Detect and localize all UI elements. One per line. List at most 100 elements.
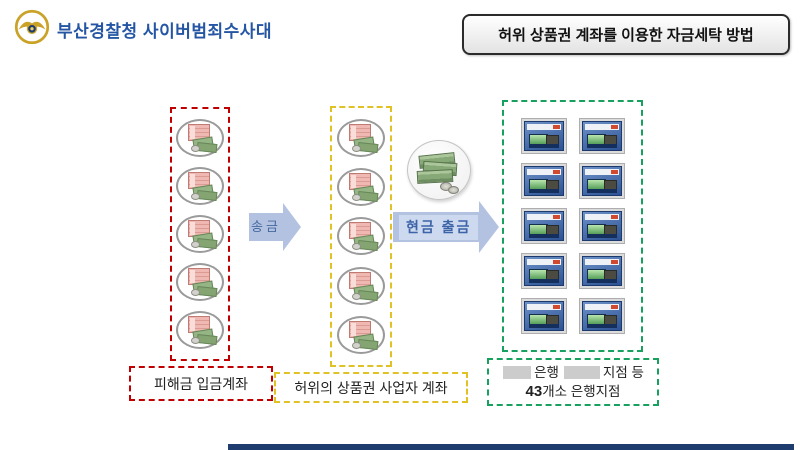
atm-icon	[520, 163, 567, 199]
coin-shape	[191, 193, 200, 200]
branch-count-suffix: 개소 은행지점	[542, 384, 621, 399]
bankbook-cash-icon	[176, 119, 224, 157]
bank-branches-label-line1: 은행 지점 등	[502, 363, 644, 382]
atm-logo	[610, 305, 618, 309]
slide-footer-bar	[228, 444, 794, 450]
bankbook-shape	[349, 271, 371, 289]
bankbook-cash-icon	[337, 315, 385, 354]
coin-shape	[191, 337, 200, 344]
atm-cash-slot	[528, 324, 559, 328]
atm-icon	[578, 298, 625, 334]
branch-count: 43	[525, 383, 543, 400]
atm-body	[523, 121, 564, 151]
atm-logo	[610, 260, 618, 264]
atm-body	[523, 256, 564, 286]
atm-cash-slot	[586, 144, 617, 148]
atm-top-band	[526, 124, 561, 130]
atm-cash-slot	[586, 279, 617, 283]
bank-branches-label: 은행 지점 등 43개소 은행지점	[487, 358, 659, 406]
atm-cash-slot	[528, 279, 559, 283]
police-emblem-icon	[14, 9, 50, 45]
coin-shape	[352, 194, 361, 202]
atm-cash-slot	[528, 144, 559, 148]
atm-top-band	[526, 169, 561, 175]
atm-icon	[520, 118, 567, 154]
bankbook-cash-icon	[176, 167, 224, 205]
bankbook-cash-icon	[337, 217, 385, 256]
coin-shape	[352, 341, 361, 349]
atm-body	[581, 121, 622, 151]
arrow-body	[249, 213, 283, 241]
atm-top-band	[526, 304, 561, 310]
coin-shape	[191, 241, 200, 248]
arrow-head	[283, 203, 301, 251]
atm-icon	[578, 118, 625, 154]
atm-body	[523, 301, 564, 331]
atm-cash-slot	[586, 324, 617, 328]
atm-logo	[610, 125, 618, 129]
bankbook-cash-icon	[176, 311, 224, 349]
bank-word: 은행	[534, 365, 559, 380]
atm-logo	[552, 170, 560, 174]
atm-body	[523, 166, 564, 196]
atm-body	[581, 166, 622, 196]
fake-business-accounts-box	[330, 106, 392, 367]
atm-top-band	[584, 124, 619, 130]
atm-top-band	[526, 214, 561, 220]
coin-shape	[191, 145, 200, 152]
atm-cash-slot	[586, 189, 617, 193]
coin-shape	[352, 145, 361, 153]
atm-logo	[552, 215, 560, 219]
coin-shape	[191, 289, 200, 296]
victim-accounts-label: 피해금 입금계좌	[129, 366, 273, 401]
atm-top-band	[584, 259, 619, 265]
bankbook-cash-icon	[337, 266, 385, 305]
atm-cash-slot	[586, 234, 617, 238]
atm-icon	[578, 208, 625, 244]
atm-icon	[520, 298, 567, 334]
bankbook-cash-icon	[337, 119, 385, 158]
victim-accounts-box	[170, 107, 230, 361]
atm-logo	[552, 305, 560, 309]
atm-top-band	[584, 169, 619, 175]
atm-logo	[552, 125, 560, 129]
redacted-branch-name	[563, 366, 600, 379]
coin-shape	[352, 243, 361, 251]
transfer-arrow-label: 송금	[251, 219, 281, 234]
bankbook-cash-icon	[337, 168, 385, 207]
atm-cash-slot	[528, 189, 559, 193]
coin-shape	[448, 186, 459, 194]
fake-business-accounts-label-text: 허위의 상품권 사업자 계좌	[294, 379, 448, 396]
atm-icon	[578, 163, 625, 199]
bankbook-cash-icon	[176, 263, 224, 301]
atm-top-band	[584, 304, 619, 310]
atm-body	[523, 211, 564, 241]
agency-title: 부산경찰청 사이버범죄수사대	[57, 22, 273, 41]
atm-body	[581, 256, 622, 286]
withdraw-arrow-label: 현금 출금	[399, 215, 479, 240]
atm-logo	[552, 260, 560, 264]
atm-icon	[520, 208, 567, 244]
atm-icon	[578, 253, 625, 289]
branch-etc-word: 지점 등	[602, 365, 644, 380]
redacted-bank-name	[503, 366, 532, 379]
coin-shape	[352, 292, 361, 300]
atm-logo	[610, 215, 618, 219]
slide-title-text: 허위 상품권 계좌를 이용한 자금세탁 방법	[498, 27, 754, 44]
atm-body	[581, 211, 622, 241]
atm-top-band	[584, 214, 619, 220]
victim-accounts-label-text: 피해금 입금계좌	[153, 375, 249, 392]
atm-icon	[520, 253, 567, 289]
atm-body	[581, 301, 622, 331]
fake-business-accounts-label: 허위의 상품권 사업자 계좌	[274, 372, 468, 403]
atm-top-band	[526, 259, 561, 265]
bankbook-cash-icon	[176, 215, 224, 253]
atm-logo	[610, 170, 618, 174]
atm-cash-slot	[528, 234, 559, 238]
slide-title-box: 허위 상품권 계좌를 이용한 자금세탁 방법	[462, 14, 790, 55]
arrow-head	[479, 201, 499, 253]
bank-branches-label-line2: 43개소 은행지점	[526, 382, 621, 401]
cash-stack-icon	[407, 140, 471, 200]
bank-branches-box	[502, 100, 643, 352]
